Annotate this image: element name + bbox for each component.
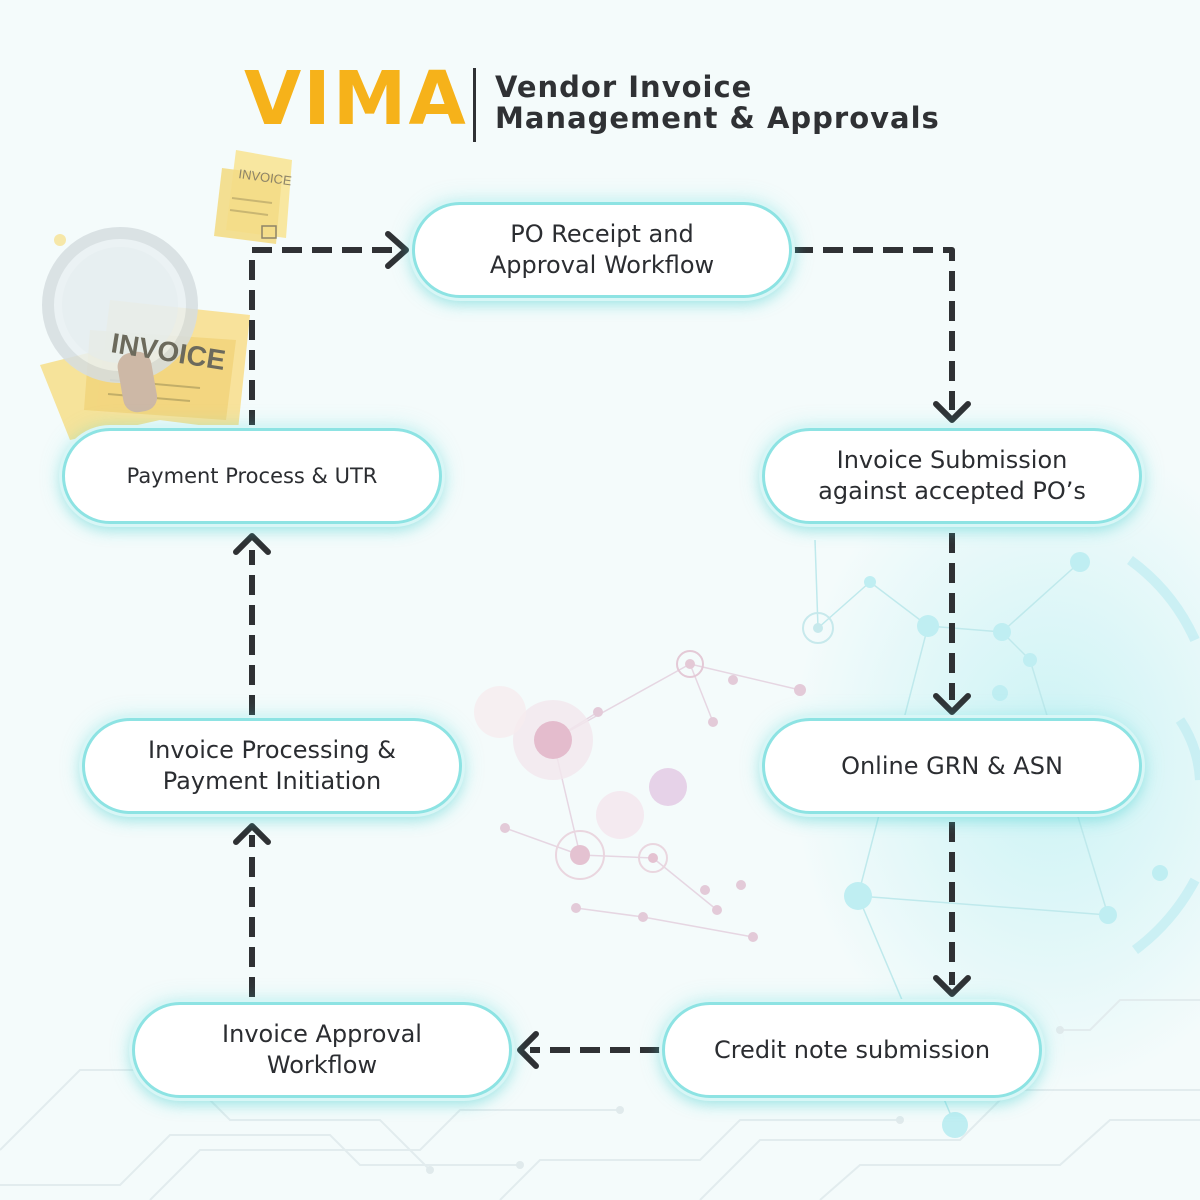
invoice-stamp-small: INVOICE (238, 166, 293, 188)
node-label: Invoice Submission (836, 446, 1068, 474)
arrowhead-up (233, 533, 271, 555)
brand-tagline: Vendor Invoice Management & Approvals (495, 72, 940, 134)
node-credit-note: Credit note submission (662, 1002, 1042, 1098)
connector-payment-to-po (249, 247, 400, 430)
invoice-paper-small: INVOICE (214, 150, 293, 244)
node-label: Payment Initiation (162, 767, 382, 795)
arrowhead-down (933, 401, 971, 423)
node-label: against accepted PO’s (818, 477, 1086, 505)
node-label: Credit note submission (713, 1035, 991, 1064)
node-invoice-approval: Invoice Approval Workflow (132, 1002, 512, 1098)
arrowhead-down (933, 975, 971, 997)
tagline-line-2: Management & Approvals (495, 101, 940, 135)
node-invoice-processing: Invoice Processing & Payment Initiation (82, 718, 462, 814)
node-po-receipt: PO Receipt and Approval Workflow (412, 202, 792, 298)
node-label: Workflow (266, 1051, 378, 1079)
arrowhead-up (233, 823, 271, 845)
node-label: Invoice Approval (222, 1020, 422, 1048)
node-label: Online GRN & ASN (841, 751, 1063, 780)
arrowhead-left (517, 1031, 539, 1069)
header-divider (473, 68, 476, 142)
node-label: Invoice Processing & (148, 736, 396, 764)
node-invoice-submission: Invoice Submission against accepted PO’s (762, 428, 1142, 524)
node-label: PO Receipt and (510, 220, 694, 248)
node-label: Payment Process & UTR (126, 463, 378, 488)
arrowhead-down (933, 693, 971, 715)
node-online-grn: Online GRN & ASN (762, 718, 1142, 814)
arrowhead-right (385, 231, 409, 269)
node-payment-process: Payment Process & UTR (62, 428, 442, 524)
node-label: Approval Workflow (489, 251, 715, 279)
brand-logo: VIMA (244, 56, 468, 142)
connector-po-to-submission (793, 247, 955, 410)
tagline-line-1: Vendor Invoice (495, 70, 753, 104)
magnifier-icon (42, 227, 198, 413)
